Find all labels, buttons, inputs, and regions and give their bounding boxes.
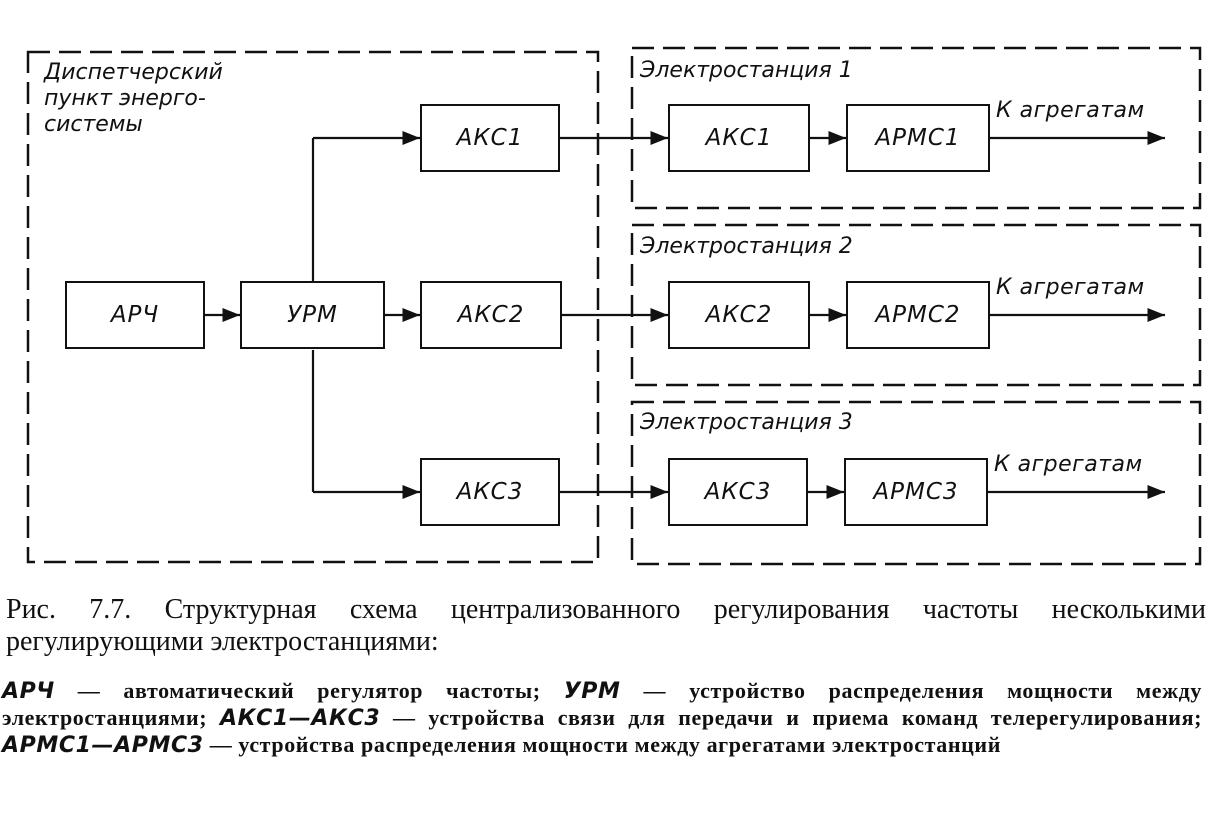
legend-urm-definition: — устройство распределения мощности межд…	[2, 678, 1202, 730]
station3-group-label: Электростанция 3	[640, 410, 853, 435]
legend-armc-definition: — устройства распределения мощности межд…	[203, 732, 1001, 757]
output2-label: К агрегатам	[996, 275, 1145, 300]
armc3-block: АРМС3	[844, 458, 988, 526]
dispatch-group-frame	[26, 50, 600, 564]
legend-armc-term: АРМС1—АРМС3	[2, 733, 204, 758]
station1-group-frame	[630, 46, 1202, 210]
output3-label: К агрегатам	[994, 452, 1143, 477]
armc1-block: АРМС1	[846, 104, 990, 172]
output1-label: К агрегатам	[996, 98, 1145, 123]
dispatch-group-label: Диспетчерский пункт энерго- системы	[44, 60, 223, 137]
legend-arch-term: АРЧ	[2, 679, 55, 704]
station2-group-frame	[630, 223, 1202, 387]
aks1-station-block: АКС1	[668, 104, 810, 172]
legend-aks-term: АКС1—АКС3	[219, 706, 381, 731]
figure-legend: АРЧ — автоматический регулятор частоты; …	[2, 678, 1202, 759]
aks2-station-block: АКС2	[668, 281, 810, 349]
arch-block: АРЧ	[65, 281, 205, 349]
figure-caption: Рис. 7.7. Структурная схема централизова…	[6, 594, 1206, 657]
urm-block: УРМ	[240, 281, 385, 349]
station1-group-label: Электростанция 1	[640, 58, 853, 83]
station2-group-label: Электростанция 2	[640, 234, 853, 259]
legend-aks-definition: — устройства связи для передачи и приема…	[380, 705, 1202, 730]
aks3-station-block: АКС3	[668, 458, 808, 526]
station3-group-frame	[630, 400, 1202, 566]
legend-urm-term: УРМ	[563, 679, 621, 704]
aks2-dispatch-block: АКС2	[420, 281, 562, 349]
aks1-dispatch-block: АКС1	[420, 104, 560, 172]
armc2-block: АРМС2	[846, 281, 990, 349]
legend-arch-definition: — автоматический регулятор частоты;	[54, 678, 564, 703]
diagram-canvas	[26, 46, 1202, 566]
aks3-dispatch-block: АКС3	[420, 458, 560, 526]
